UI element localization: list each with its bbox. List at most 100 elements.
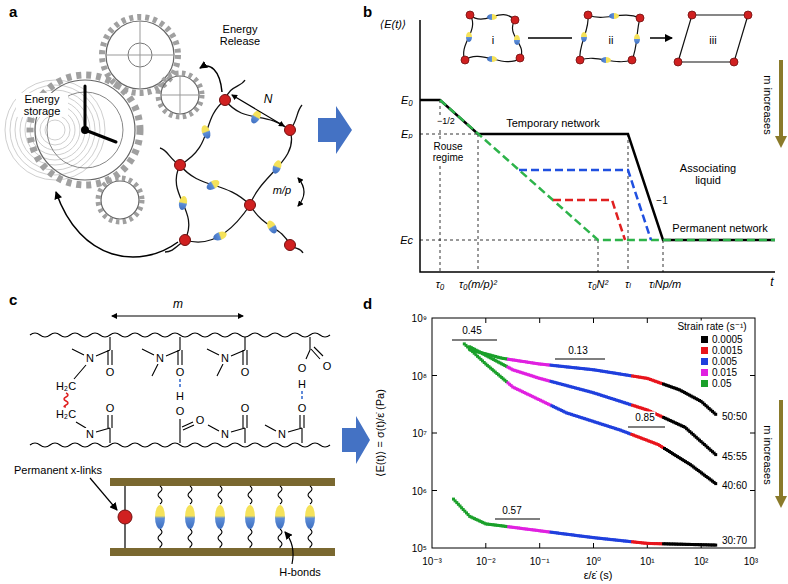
network-schematic-ellipse: [581, 32, 587, 42]
data-point: [714, 453, 717, 456]
chain-schematic-ellipse: [215, 505, 225, 529]
network-schematic-g-circle: [584, 11, 592, 19]
tick-label: 10⁻²: [475, 556, 497, 567]
atom-label: O: [322, 360, 333, 372]
modulus-curve: [420, 100, 775, 240]
stage-label: i: [491, 34, 495, 46]
tick-label: 10¹: [639, 556, 655, 567]
network-schematic-g-path: [678, 15, 748, 62]
crosslink-bond: [64, 393, 68, 407]
network-schematic-ellipse: [634, 34, 640, 44]
axis-label: t: [769, 276, 774, 289]
polymer-network-g-path: [185, 205, 250, 242]
polymer-network-path: [298, 178, 304, 206]
chemical-bond: [72, 337, 323, 443]
curve-label: 40:60: [721, 479, 748, 490]
variable-label: m: [172, 298, 184, 311]
energy-arrow-path: [56, 192, 178, 257]
slope-label: 0.13: [567, 345, 588, 356]
network-schematic-g-circle: [744, 11, 752, 19]
polymer-network-ellipse: [249, 109, 263, 125]
polymer-network-g-path: [250, 205, 290, 245]
polymer-network-g-circle: [175, 160, 186, 171]
clock-hands-path: [85, 86, 116, 142]
tick-label: τₗ: [624, 278, 632, 290]
chemical-bond-path: [76, 415, 112, 443]
legend-swatch: [701, 358, 708, 365]
tick-label: 10²: [693, 556, 709, 567]
chemical-bond-path: [265, 415, 304, 443]
chain-schematic-circle: [118, 510, 132, 524]
tick-label: 10⁻¹: [529, 556, 551, 567]
clock-hands-circle: [81, 126, 89, 134]
data-point: [714, 482, 717, 485]
network-schematic-g-path: [580, 15, 588, 60]
slope-label: −1/2: [436, 117, 456, 127]
tick-label: 10⁷: [411, 428, 428, 439]
chain-schematic-rect: [110, 548, 335, 556]
trend-label: m increases: [762, 74, 774, 135]
atom-label: N: [85, 428, 95, 440]
polymer-network-g-path: [180, 100, 225, 165]
spring-spiral-circle: [40, 115, 70, 145]
legend-swatch: [701, 336, 708, 343]
atom-label: N: [277, 428, 287, 440]
polymer-network-g-circle: [220, 95, 231, 106]
spring-spiral-circle: [5, 80, 105, 180]
network-schematic-ellipse: [487, 14, 497, 20]
atom-label: O: [240, 366, 251, 378]
polymer-network-g-path: [225, 100, 290, 130]
network-schematic-g-path: [464, 15, 473, 60]
network-schematic-g-circle: [516, 54, 524, 62]
atom-label: O: [105, 402, 116, 414]
atom-label: O: [175, 405, 186, 417]
network-schematic-ellipse: [601, 57, 611, 63]
atom-label: N: [220, 352, 230, 364]
legend-text: 0.0005: [711, 334, 744, 345]
callout-label: H-bonds: [278, 566, 322, 578]
network-schematic-g-circle: [466, 11, 474, 19]
tick-label: 10⁵: [411, 543, 428, 554]
network-schematic-g-circle: [636, 14, 644, 22]
variable-label: m/p: [272, 184, 292, 196]
slope-label: 0.45: [461, 325, 482, 336]
tick-label: τ₀N²: [587, 278, 609, 290]
block-arrow: [318, 106, 352, 154]
tick-label: 10⁸: [411, 370, 428, 381]
modulus-curve: [440, 100, 775, 240]
tick-label: 10⁰: [585, 556, 602, 567]
polymer-network-g-circle: [180, 235, 191, 246]
atom-label: H₂C: [55, 380, 77, 392]
tick-label: τₗNp/m: [648, 278, 682, 290]
level-label: Ec: [399, 234, 414, 246]
axis-tick: [432, 318, 755, 548]
trend-arrow: [779, 400, 783, 502]
polymer-network-g-circle: [285, 240, 296, 251]
legend-title: Strain rate (s⁻¹): [676, 321, 747, 332]
gear: [30, 17, 202, 222]
panel-letter: c: [8, 292, 18, 309]
polymer-network-g-path: [176, 165, 189, 240]
network-schematic: [461, 11, 752, 66]
level-label: Eₚ: [400, 128, 414, 140]
network-schematic-g-path: [470, 15, 515, 20]
axis-label: ε/ε̇ (s): [583, 569, 614, 581]
data-point: [714, 544, 717, 547]
polymer-network-g-circle: [285, 125, 296, 136]
atom-label: O: [240, 402, 251, 414]
legend-text: 0.0015: [711, 345, 744, 356]
tick-label: 10⁻³: [421, 556, 443, 567]
legend-swatch: [701, 347, 708, 354]
legend-text: 0.05: [711, 378, 732, 389]
polymer-network-ellipse: [178, 195, 188, 210]
annotation-label: Energy storage: [16, 93, 68, 117]
network-schematic-g-circle: [511, 16, 519, 24]
network-schematic-g-circle: [674, 58, 682, 66]
tick-label: 10⁹: [411, 313, 428, 324]
polymer-network-ellipse: [205, 178, 221, 192]
network-schematic-g-path: [465, 56, 520, 61]
leader-arrow: [90, 478, 117, 510]
polymer-backbone: [30, 443, 330, 447]
panel-letter: d: [362, 296, 373, 313]
hydrogen-bond: [180, 379, 302, 401]
